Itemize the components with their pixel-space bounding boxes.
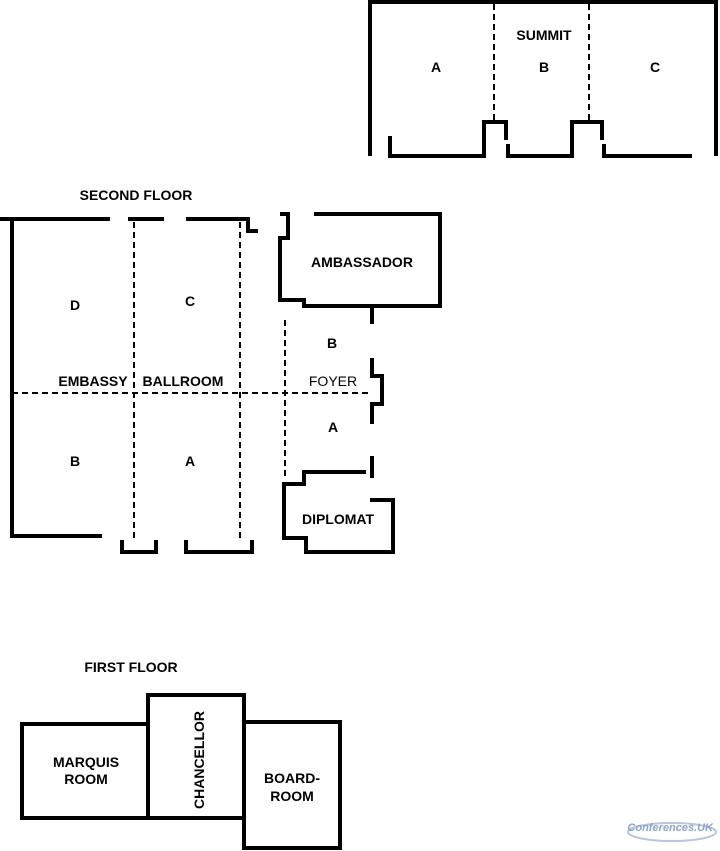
summit-title: SUMMIT [516, 27, 572, 43]
boardroom-label-line2: ROOM [270, 788, 314, 804]
ballroom-section-c: C [185, 293, 195, 309]
summit-room: SUMMIT A B C [368, 0, 718, 158]
marquis-room: MARQUIS ROOM [20, 722, 150, 820]
boardroom: BOARD- ROOM [242, 720, 342, 850]
embassy-ballroom: D C B A EMBASSY BALLROOM [0, 217, 372, 554]
foyer-label: FOYER [309, 373, 357, 389]
diplomat-room: DIPLOMAT [282, 470, 395, 554]
foyer: B FOYER A [284, 306, 384, 480]
ambassador-room: AMBASSADOR [278, 212, 442, 308]
summit-section-a: A [431, 59, 441, 75]
embassy-label: EMBASSY [58, 373, 128, 389]
chancellor-room: CHANCELLOR [146, 693, 246, 820]
watermark-text: Conferences.UK [627, 822, 714, 834]
diplomat-wall [282, 470, 395, 554]
ballroom-section-a: A [185, 453, 195, 469]
embassy-top-wall-3 [186, 217, 258, 233]
marquis-label-line2: ROOM [64, 771, 108, 787]
summit-section-c: C [650, 59, 660, 75]
embassy-bottom-wall-1 [120, 540, 158, 554]
diplomat-label: DIPLOMAT [302, 511, 375, 527]
summit-bottom-mid-wall [506, 120, 604, 158]
embassy-top-left-wall [0, 217, 102, 538]
ballroom-section-d: D [70, 297, 80, 313]
second-floor-heading: SECOND FLOOR [80, 187, 193, 203]
marquis-label-line1: MARQUIS [53, 754, 119, 770]
ballroom-label: BALLROOM [143, 373, 224, 389]
ambassador-wall-left [280, 212, 290, 236]
chancellor-label: CHANCELLOR [191, 711, 207, 809]
first-floor-heading: FIRST FLOOR [84, 659, 177, 675]
summit-bottom-left-wall [388, 120, 508, 158]
summit-outer-wall [368, 0, 718, 156]
watermark-swoosh [627, 822, 717, 842]
boardroom-label-line1: BOARD- [264, 770, 320, 786]
boardroom-wall [242, 720, 342, 850]
watermark-logo: Conferences.UK [627, 822, 717, 842]
embassy-bottom-wall-2 [184, 540, 254, 554]
chancellor-wall [146, 693, 246, 820]
foyer-section-a: A [328, 419, 338, 435]
ballroom-section-b: B [70, 453, 80, 469]
marquis-wall [20, 722, 150, 820]
ambassador-wall [278, 212, 442, 308]
foyer-section-b: B [327, 335, 337, 351]
foyer-wall-notch [370, 358, 384, 424]
ambassador-label: AMBASSADOR [311, 254, 413, 270]
summit-section-b: B [539, 59, 549, 75]
summit-bottom-right-wall [602, 144, 692, 158]
